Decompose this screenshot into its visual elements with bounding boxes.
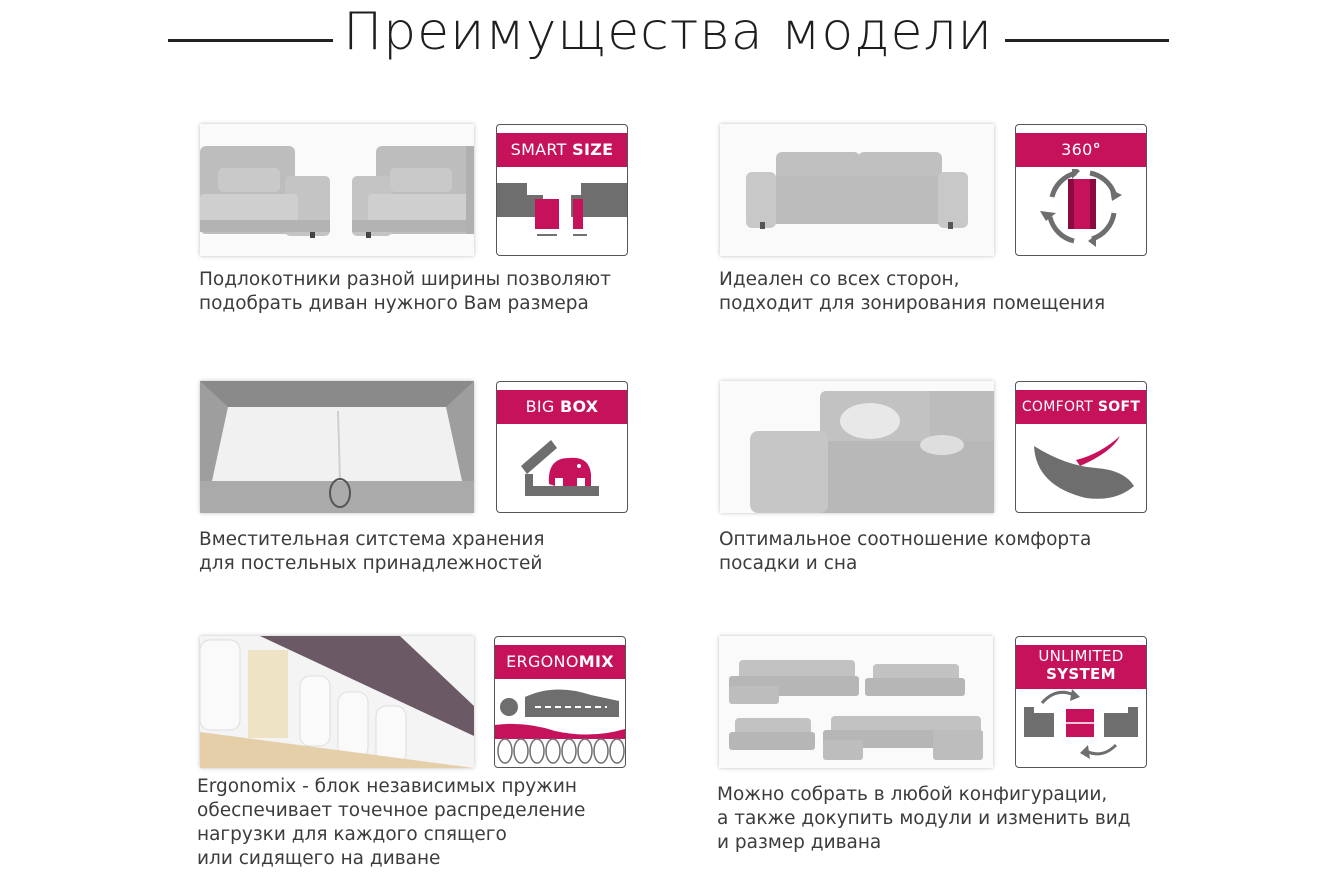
- feature-caption-360: Идеален со всех сторон, подходит для зон…: [719, 269, 1106, 314]
- rotation-360-badge-label: 360°: [1016, 133, 1146, 167]
- feature-photo-big-box: [200, 381, 474, 513]
- ergonomix-badge: ERGONOMIX: [494, 636, 626, 768]
- rotation-360-badge: 360°: [1015, 124, 1147, 256]
- smart-size-icon: [497, 183, 627, 236]
- feature-photo-360: [720, 124, 994, 256]
- title-divider-left: [168, 39, 333, 42]
- title-divider-right: [1005, 39, 1169, 42]
- ergonomic-body-icon: [495, 689, 625, 764]
- feature-photo-ergonomix: [200, 636, 474, 768]
- big-box-badge-label: BIG BOX: [497, 390, 627, 424]
- header: Преимущества модели: [0, 0, 1336, 80]
- feature-caption-comfort-soft: Оптимальное соотношение комфорта посадки…: [719, 529, 1092, 574]
- feather-icon: [1034, 436, 1134, 499]
- elephant-box-icon: [521, 440, 599, 496]
- big-box-badge: BIG BOX: [496, 381, 628, 513]
- smart-size-badge: SMART SIZE: [496, 124, 628, 256]
- feature-photo-unlimited-system: [719, 636, 993, 768]
- page-title: Преимущества модели: [343, 2, 993, 62]
- ergonomix-badge-label: ERGONOMIX: [495, 645, 625, 679]
- rotate-arrows-icon: [1040, 169, 1122, 247]
- comfort-soft-badge: COMFORT SOFT: [1015, 381, 1147, 513]
- feature-caption-big-box: Вместительная ситстема хранения для пост…: [199, 529, 545, 574]
- feature-photo-comfort-soft: [720, 381, 994, 513]
- feature-caption-ergonomix: Ergonomix - блок независимых пружин обес…: [197, 776, 586, 869]
- feature-photo-smart-size: [200, 124, 474, 256]
- modular-sofa-icon: [1024, 689, 1138, 759]
- smart-size-badge-label: SMART SIZE: [497, 133, 627, 167]
- comfort-soft-badge-label: COMFORT SOFT: [1016, 390, 1146, 424]
- feature-caption-smart-size: Подлокотники разной ширины позволяют под…: [199, 269, 611, 314]
- feature-caption-unlimited-system: Можно собрать в любой конфигурации, а та…: [717, 784, 1131, 853]
